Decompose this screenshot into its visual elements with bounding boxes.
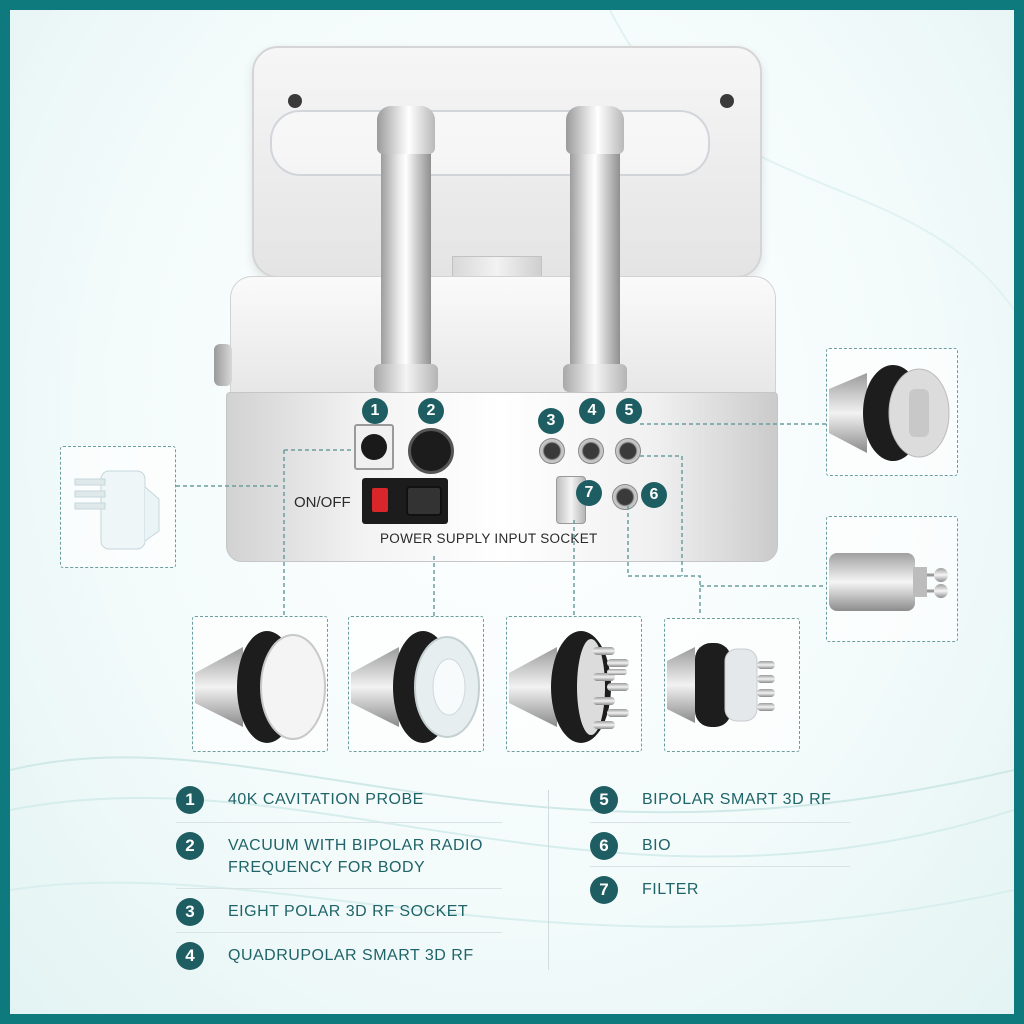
on-off-switch[interactable] <box>372 488 388 512</box>
right-pole-foot <box>563 364 627 392</box>
legend-divider <box>590 866 850 867</box>
probe-box-filter <box>60 446 176 568</box>
right-pole-cap <box>566 106 624 154</box>
bipolar-probe-image <box>829 365 950 461</box>
legend-item-3: 3 EIGHT POLAR 3D RF SOCKET <box>176 898 468 926</box>
left-pole-foot <box>374 364 438 392</box>
badge-1: 1 <box>362 398 388 424</box>
filter-cup-image <box>74 470 160 550</box>
power-switch-panel <box>362 478 448 524</box>
power-input-socket[interactable] <box>406 486 442 516</box>
legend-number: 5 <box>590 786 618 814</box>
probe-box-bipolar <box>826 348 958 476</box>
socket-6-bio[interactable] <box>612 484 638 510</box>
badge-3: 3 <box>538 408 564 434</box>
badge-2: 2 <box>418 398 444 424</box>
socket-3-eight-polar[interactable] <box>539 438 565 464</box>
socket-4-quadrupolar[interactable] <box>578 438 604 464</box>
vacuum-probe-image <box>351 631 480 743</box>
legend-divider <box>176 822 502 823</box>
badge-7: 7 <box>576 480 602 506</box>
right-pole <box>570 120 620 390</box>
socket-2-vacuum[interactable] <box>408 428 454 474</box>
probe-box-vacuum <box>348 616 484 752</box>
legend-item-1: 1 40K CAVITATION PROBE <box>176 786 424 814</box>
probe-box-cavitation <box>192 616 328 752</box>
power-socket-label: POWER SUPPLY INPUT SOCKET <box>380 531 598 546</box>
on-off-label: ON/OFF <box>294 494 351 511</box>
side-knob <box>214 344 232 386</box>
legend-item-2: 2 VACUUM WITH BIPOLAR RADIO FREQUENCY FO… <box>176 832 483 879</box>
legend-label: 40K CAVITATION PROBE <box>228 791 424 808</box>
probe-holder <box>270 110 710 176</box>
legend-divider <box>176 932 502 933</box>
legend-label: QUADRUPOLAR SMART 3D RF <box>228 947 474 964</box>
socket-5-bipolar[interactable] <box>615 438 641 464</box>
probe-box-bio <box>826 516 958 642</box>
quadrupolar-probe-image <box>667 643 775 727</box>
device-screen <box>252 46 762 278</box>
legend-number: 3 <box>176 898 204 926</box>
device-back-panel <box>226 392 778 562</box>
legend-label: BIO <box>642 837 672 854</box>
left-pole-cap <box>377 106 435 154</box>
legend-divider <box>590 822 850 823</box>
badge-5: 5 <box>616 398 642 424</box>
probe-box-quadrupolar <box>664 618 800 752</box>
legend-item-5: 5 BIPOLAR SMART 3D RF <box>590 786 831 814</box>
legend-label-block: VACUUM WITH BIPOLAR RADIO FREQUENCY FOR … <box>228 835 483 879</box>
probe-box-eight-polar <box>506 616 642 752</box>
legend-label: EIGHT POLAR 3D RF SOCKET <box>228 903 469 920</box>
left-pole <box>381 120 431 390</box>
badge-4: 4 <box>579 398 605 424</box>
legend-number: 6 <box>590 832 618 860</box>
badge-6: 6 <box>641 482 667 508</box>
legend-divider <box>176 888 502 889</box>
legend-label: VACUUM WITH BIPOLAR RADIO <box>228 837 483 854</box>
screw-hole <box>720 94 734 108</box>
legend-number: 4 <box>176 942 204 970</box>
legend-item-7: 7 FILTER <box>590 876 699 904</box>
legend-number: 1 <box>176 786 204 814</box>
legend-number: 2 <box>176 832 204 860</box>
device-base-top <box>230 276 776 400</box>
legend-item-4: 4 QUADRUPOLAR SMART 3D RF <box>176 942 474 970</box>
screw-hole <box>288 94 302 108</box>
legend-column-divider <box>548 790 549 970</box>
legend-label: FILTER <box>642 881 699 898</box>
eight-polar-probe-image <box>509 631 629 743</box>
cavitation-probe-image <box>195 631 326 743</box>
legend-label-line2: FREQUENCY FOR BODY <box>228 859 426 876</box>
bio-probe-image <box>829 553 948 611</box>
socket-1-cavitation[interactable] <box>354 424 394 470</box>
legend-label: BIPOLAR SMART 3D RF <box>642 791 832 808</box>
legend-number: 7 <box>590 876 618 904</box>
legend-item-6: 6 BIO <box>590 832 671 860</box>
